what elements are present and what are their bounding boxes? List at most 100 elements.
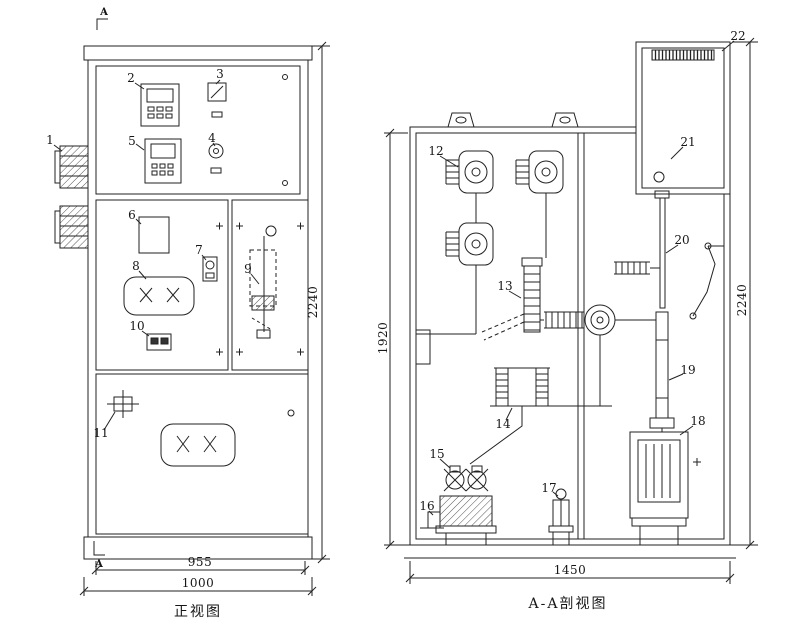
door-lock xyxy=(202,256,218,282)
indicator-device xyxy=(207,82,227,118)
leader-9 xyxy=(250,273,260,285)
base-rails xyxy=(404,544,736,559)
leader-19 xyxy=(668,373,684,381)
section-view-title: A-A剖视图 xyxy=(528,596,608,612)
lifting-lug xyxy=(447,112,475,128)
callout-16: 16 xyxy=(419,499,434,513)
lug-hole xyxy=(455,116,467,124)
callout-17: 17 xyxy=(541,481,556,495)
callout-20: 20 xyxy=(674,233,689,247)
front-cabinet-outline xyxy=(83,45,313,560)
callout-8: 8 xyxy=(132,259,140,273)
drive-insulator xyxy=(540,304,656,336)
callout-12: 12 xyxy=(428,144,443,158)
leader-22 xyxy=(721,40,735,52)
dim-front-width-outer: 1000 xyxy=(182,576,215,590)
cabinet-base xyxy=(83,536,313,560)
conductors xyxy=(416,193,547,335)
screw-icon xyxy=(216,222,223,356)
screw-icon xyxy=(282,180,288,186)
callout-6: 6 xyxy=(128,208,136,222)
leader-11 xyxy=(103,411,116,431)
callout-10: 10 xyxy=(129,319,144,333)
leader-17 xyxy=(552,491,559,497)
middle-right-panel: 9 xyxy=(231,199,309,371)
callout-11: 11 xyxy=(93,426,108,440)
callout-3: 3 xyxy=(216,67,224,81)
section-marker-bottom-label: A xyxy=(94,559,103,570)
callout-2: 2 xyxy=(127,71,135,85)
support-insulators xyxy=(490,335,612,407)
leader-3 xyxy=(215,79,221,85)
leader-12 xyxy=(439,155,459,168)
insulated-pull-rod xyxy=(649,311,675,432)
leader-8 xyxy=(138,270,147,280)
section-cabinet-shell xyxy=(404,112,736,559)
callout-22: 22 xyxy=(730,29,745,43)
callout-18: 18 xyxy=(690,414,705,428)
callout-19: 19 xyxy=(680,363,695,377)
current-transformer xyxy=(435,465,497,545)
leader-18 xyxy=(679,425,694,436)
leader-6 xyxy=(135,218,142,225)
bushing-sensors xyxy=(445,150,564,266)
section-marker-top-label: A xyxy=(99,7,108,18)
observation-window-lower xyxy=(160,423,236,467)
leader-1 xyxy=(53,144,63,152)
screw-icon xyxy=(693,458,701,466)
protection-relay xyxy=(140,83,180,127)
leader-14 xyxy=(505,407,513,421)
leader-10 xyxy=(141,330,150,337)
control-switch xyxy=(208,143,224,174)
ventilation-grille xyxy=(651,49,715,61)
leader-15 xyxy=(439,458,451,469)
dim-front-width-inner: 955 xyxy=(188,555,212,569)
callout-7: 7 xyxy=(195,243,203,257)
lifting-lug xyxy=(551,112,579,128)
interlock-arm xyxy=(689,242,724,320)
section-marker-bottom: A xyxy=(93,541,105,570)
dim-front-height: 2240 xyxy=(306,286,320,319)
screw-icon xyxy=(287,409,295,417)
callout-13: 13 xyxy=(497,279,512,293)
section-dimensions: 1920 2240 1450 xyxy=(376,37,758,584)
ct-conductor xyxy=(469,406,523,465)
leader-16 xyxy=(428,510,434,516)
callout-5: 5 xyxy=(128,134,136,148)
operating-rod xyxy=(614,190,670,309)
mounting-bracket xyxy=(420,511,444,529)
callout-14: 14 xyxy=(495,417,511,431)
callout-15: 15 xyxy=(429,447,444,461)
mechanism-box xyxy=(629,431,701,545)
interlock-mechanism xyxy=(249,225,277,339)
callout-4: 4 xyxy=(208,131,216,145)
callout-1: 1 xyxy=(46,133,54,147)
cabinet-body xyxy=(87,59,309,538)
observation-window xyxy=(123,276,195,316)
door-handle xyxy=(107,390,139,418)
cable-glands xyxy=(54,145,89,249)
leader-20 xyxy=(665,244,679,254)
nameplate xyxy=(138,216,170,254)
dim-section-height-outer: 2240 xyxy=(735,284,749,317)
dim-section-height-inner: 1920 xyxy=(376,322,390,355)
callout-9: 9 xyxy=(244,262,252,276)
cabinet-top-cap xyxy=(83,45,313,61)
multifunction-meter xyxy=(144,138,182,184)
callout-21: 21 xyxy=(680,135,695,149)
instrument-panel: 2 3 5 xyxy=(95,65,301,195)
socket-device xyxy=(146,333,172,351)
leader-7 xyxy=(201,254,207,261)
leader-5 xyxy=(135,143,145,151)
leader-13 xyxy=(508,290,522,299)
screw-icon xyxy=(236,222,304,356)
middle-left-door: 6 7 8 xyxy=(95,199,229,371)
contact-insulator-stack xyxy=(481,257,543,341)
dim-section-width: 1450 xyxy=(554,563,587,577)
bottom-door: 11 xyxy=(93,373,309,535)
front-view: A A 1 xyxy=(46,7,330,620)
leader-21 xyxy=(670,146,684,160)
wall-duct-box xyxy=(415,329,431,365)
section-marker-top: A xyxy=(96,7,108,30)
